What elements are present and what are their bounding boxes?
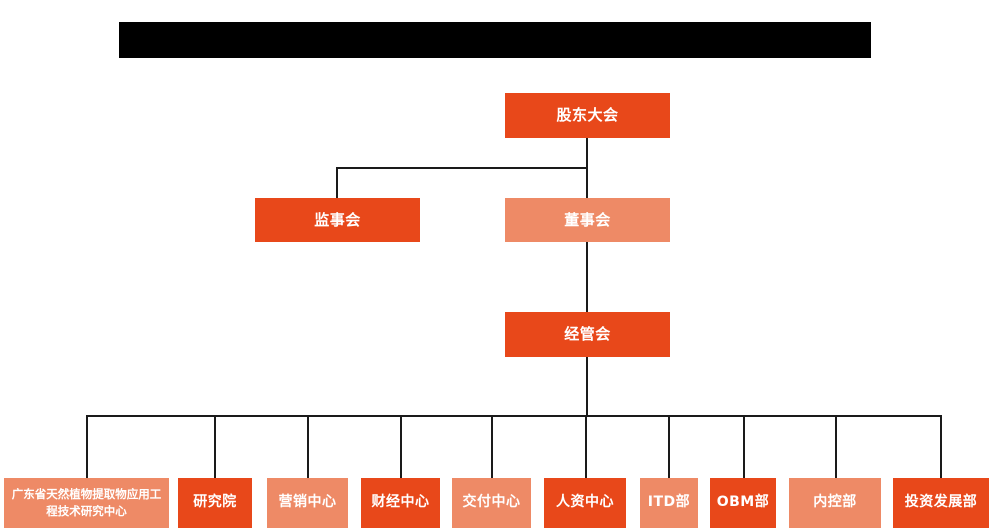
node-shareholders-meeting[interactable]: 股东大会	[505, 93, 670, 138]
redacted-title-bar	[119, 22, 871, 58]
node-internal-control-department[interactable]: 内控部	[789, 478, 881, 528]
node-itd-department[interactable]: ITD部	[640, 478, 698, 528]
connector-departments-bus	[87, 415, 941, 417]
node-management-committee[interactable]: 经管会	[505, 312, 670, 357]
connector-directors-to-management	[586, 242, 588, 312]
connector-directors-drop	[586, 167, 588, 198]
connector-level2-bus	[336, 167, 587, 169]
connector-drop-institute	[214, 415, 216, 480]
connector-drop-obm	[743, 415, 745, 480]
node-obm-department[interactable]: OBM部	[710, 478, 776, 528]
connector-drop-itd	[668, 415, 670, 480]
node-board-of-supervisors[interactable]: 监事会	[255, 198, 420, 242]
node-institute[interactable]: 研究院	[178, 478, 252, 528]
node-board-of-directors[interactable]: 董事会	[505, 198, 670, 242]
node-delivery-center[interactable]: 交付中心	[452, 478, 531, 528]
connector-supervisors-drop	[336, 167, 338, 198]
connector-drop-investment	[940, 415, 942, 480]
connector-drop-marketing	[307, 415, 309, 480]
connector-drop-hr	[585, 415, 587, 480]
connector-drop-delivery	[491, 415, 493, 480]
connector-drop-rnd-center	[86, 415, 88, 480]
node-marketing-center[interactable]: 营销中心	[267, 478, 348, 528]
connector-drop-finance	[400, 415, 402, 480]
node-finance-center[interactable]: 财经中心	[361, 478, 440, 528]
node-investment-development-department[interactable]: 投资发展部	[893, 478, 989, 528]
connector-drop-internal-control	[835, 415, 837, 480]
connector-management-stem	[586, 357, 588, 416]
node-hr-center[interactable]: 人资中心	[544, 478, 626, 528]
connector-shareholders-stem	[586, 138, 588, 167]
node-guangdong-rnd-center[interactable]: 广东省天然植物提取物应用工程技术研究中心	[4, 478, 169, 528]
